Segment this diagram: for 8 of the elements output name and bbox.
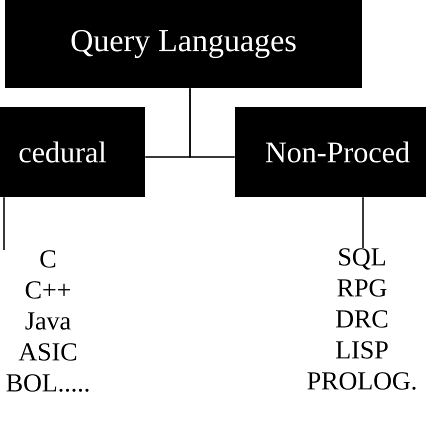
heading-box: cedural [0,107,145,197]
connector-line [3,197,5,250]
heading-box: Non-Proced [235,107,426,197]
connector-line [362,197,364,248]
heading-box: Query Languages [5,0,362,88]
connector-line [189,88,235,158]
language-list: C C++ Java ASIC BOL..... [6,250,89,392]
language-list: SQL RPG DRC LISP PROLOG. [308,248,416,390]
